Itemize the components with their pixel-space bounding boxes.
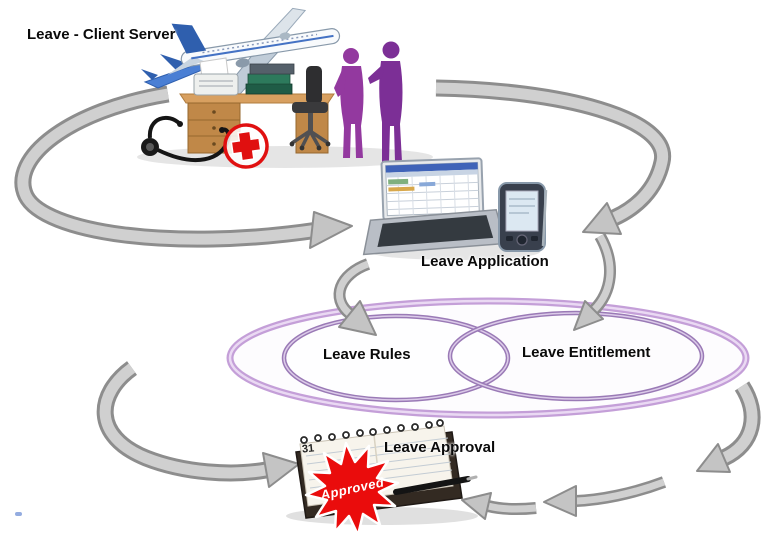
arrow-bottom-left xyxy=(96,361,300,488)
people-silhouettes xyxy=(334,41,403,162)
label-leave-rules: Leave Rules xyxy=(323,346,411,363)
venn-ellipses xyxy=(226,297,750,419)
arrow-bottom-right xyxy=(696,381,761,473)
laptop-illustration xyxy=(362,157,507,256)
approved-starburst xyxy=(304,441,400,537)
pen-illustration xyxy=(393,475,478,495)
diagram-title: Leave - Client Server xyxy=(27,26,176,43)
person-right-silhouette xyxy=(368,41,403,162)
cycle-arrows xyxy=(14,79,761,520)
arrow-top-left xyxy=(14,85,353,249)
typewriter-illustration xyxy=(193,57,239,96)
arrow-top-right xyxy=(435,79,672,235)
calendar-illustration xyxy=(286,419,478,537)
person-left-silhouette xyxy=(334,48,364,158)
leave-application-devices xyxy=(362,157,548,260)
label-leave-approval: Leave Approval xyxy=(384,439,496,456)
calendar-day: 31 xyxy=(301,442,315,456)
spiral-binding xyxy=(300,419,444,444)
stray-blue-mark xyxy=(15,512,22,516)
pda-illustration xyxy=(498,182,548,252)
office-chair-illustration xyxy=(289,66,331,151)
arrow-return-right xyxy=(543,476,667,517)
books-stack-illustration xyxy=(245,63,295,95)
label-leave-entitlement: Leave Entitlement xyxy=(522,344,651,361)
label-leave-application: Leave Application xyxy=(421,253,549,270)
arrow-application-to-entitlement xyxy=(573,233,616,331)
arrow-return-left xyxy=(461,492,537,520)
arrow-application-to-rules xyxy=(333,258,377,336)
red-cross-icon xyxy=(223,123,269,169)
office-scene-illustration xyxy=(137,7,433,169)
